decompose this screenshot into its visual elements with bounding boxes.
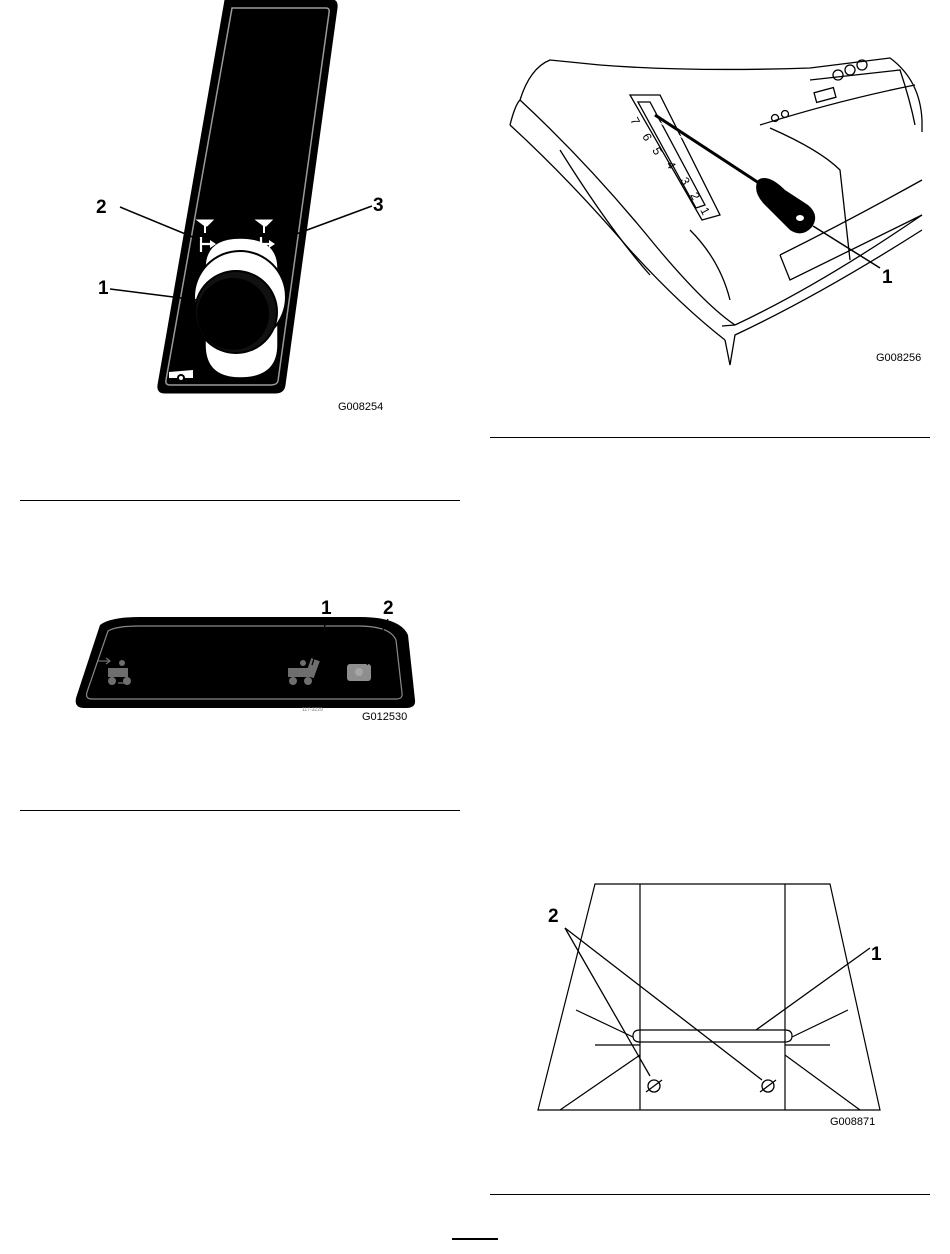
scale-mark: 4 xyxy=(663,159,679,172)
callout-1: 1 xyxy=(98,278,109,299)
callout-1: 1 xyxy=(871,944,882,965)
figure-chute-bottom: 2 1 xyxy=(530,880,900,1130)
scale-mark: 2 xyxy=(687,190,703,203)
figure-code: G008871 xyxy=(830,1116,875,1128)
part-number: 117-3229 xyxy=(302,707,323,713)
callout-2: 2 xyxy=(96,197,107,218)
callout-3: 3 xyxy=(373,195,384,216)
figure-indicator-panel: 117-3229 1 2 xyxy=(70,595,450,730)
callout-1: 1 xyxy=(321,598,332,619)
figure-throttle-lever: 7 6 5 4 3 2 1 1 xyxy=(490,40,930,380)
scale-mark: 3 xyxy=(677,175,693,188)
indicator-panel-drawing: 117-3229 1 2 xyxy=(70,595,450,730)
scale-mark: 5 xyxy=(649,145,665,158)
callout-2: 2 xyxy=(383,598,394,619)
divider xyxy=(20,500,460,501)
callout-2: 2 xyxy=(548,906,559,927)
fastener-icon xyxy=(760,1080,776,1092)
chute-bottom-drawing: 2 1 xyxy=(530,880,900,1130)
callout-1: 1 xyxy=(882,267,893,288)
scale-mark: 7 xyxy=(627,115,643,128)
divider xyxy=(20,810,460,811)
throttle-lever-drawing: 7 6 5 4 3 2 1 1 xyxy=(490,40,930,380)
figure-code: G012530 xyxy=(362,711,407,723)
throttle-scale: 7 6 5 4 3 2 1 xyxy=(627,115,713,218)
figure-code: G008256 xyxy=(876,352,921,364)
scale-mark: 6 xyxy=(639,131,655,144)
page-footer-mark xyxy=(452,1238,498,1240)
fastener-icon xyxy=(646,1080,662,1092)
divider xyxy=(490,437,930,438)
figure-choke-decal: 2 3 1 xyxy=(60,0,460,420)
figure-code: G008254 xyxy=(338,401,383,413)
divider xyxy=(490,1194,930,1195)
choke-decal-drawing: 2 3 1 xyxy=(60,0,460,420)
